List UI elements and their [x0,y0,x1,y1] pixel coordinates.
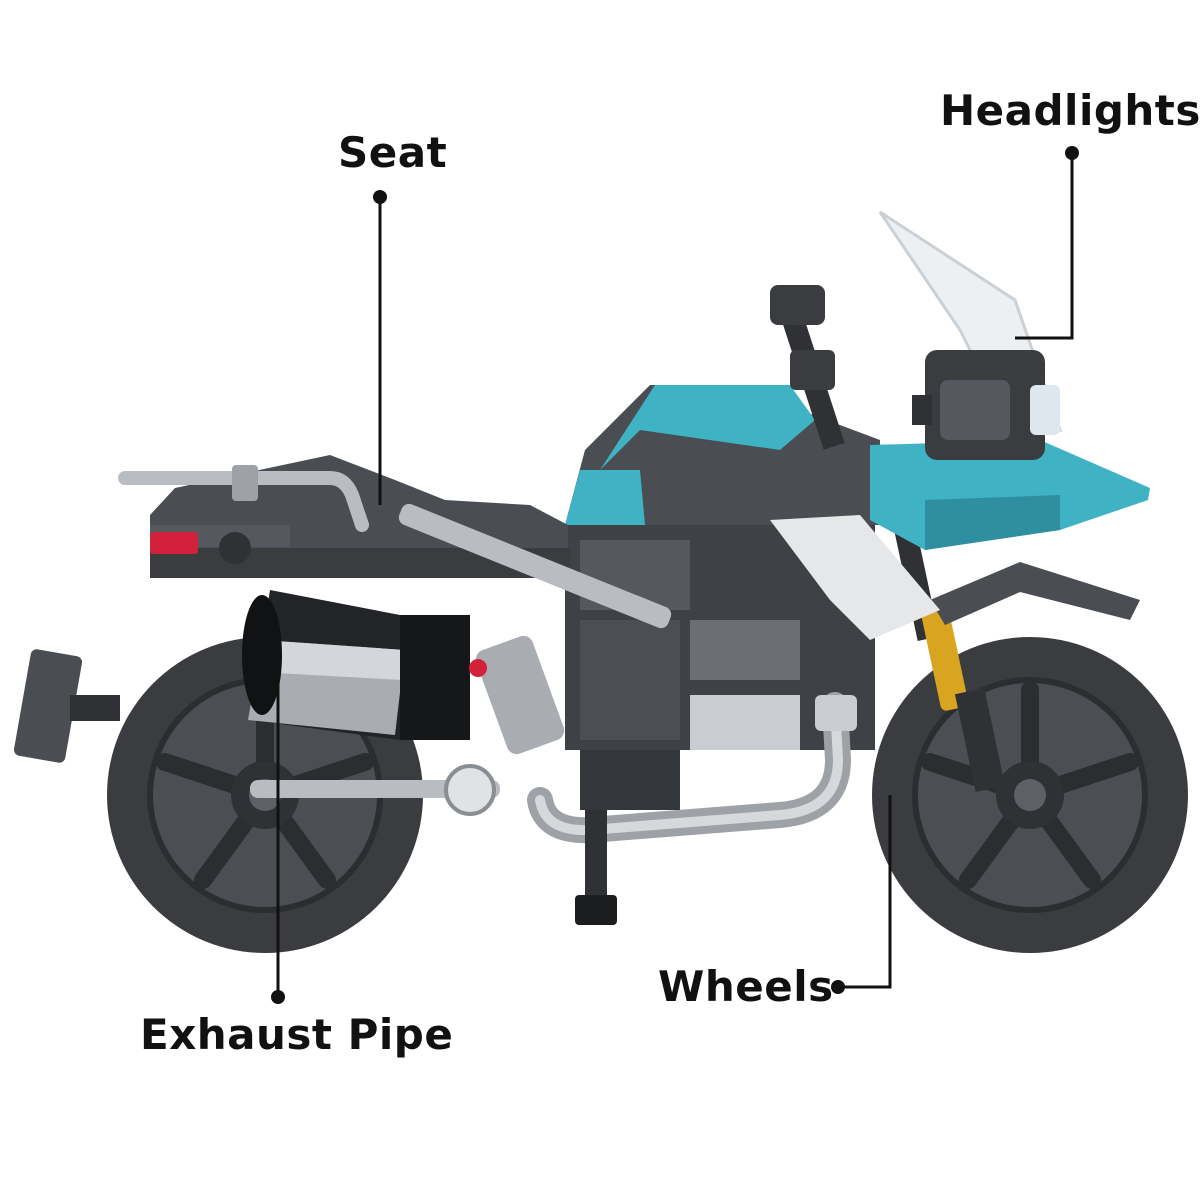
front-wheel [872,637,1188,953]
grab-rail [118,471,369,532]
seat-label: Seat [338,128,448,177]
exhaust-pipe-label: Exhaust Pipe [140,1010,454,1059]
rear-plate [13,649,120,763]
headlights-label: Headlights [940,86,1200,135]
headlight-assembly [878,210,1063,460]
exhaust-header-highlight [535,700,844,836]
front-fairing [770,440,1150,640]
handlebar [770,285,845,450]
rail-clamp [232,465,258,501]
tail-peg [219,532,251,564]
swing-arm [250,503,672,816]
leader-wheels [831,795,892,994]
pipe-coupler [815,695,857,731]
leader-exhaust-pipe [271,680,285,1004]
wheels-label: Wheels [658,962,834,1011]
kickstand [575,810,617,925]
fuel-tank [565,385,880,525]
exhaust-muffler [242,590,470,740]
tail-light [150,532,198,554]
front-fender [930,562,1140,625]
leader-seat [373,190,387,505]
leader-headlights [1015,146,1079,340]
